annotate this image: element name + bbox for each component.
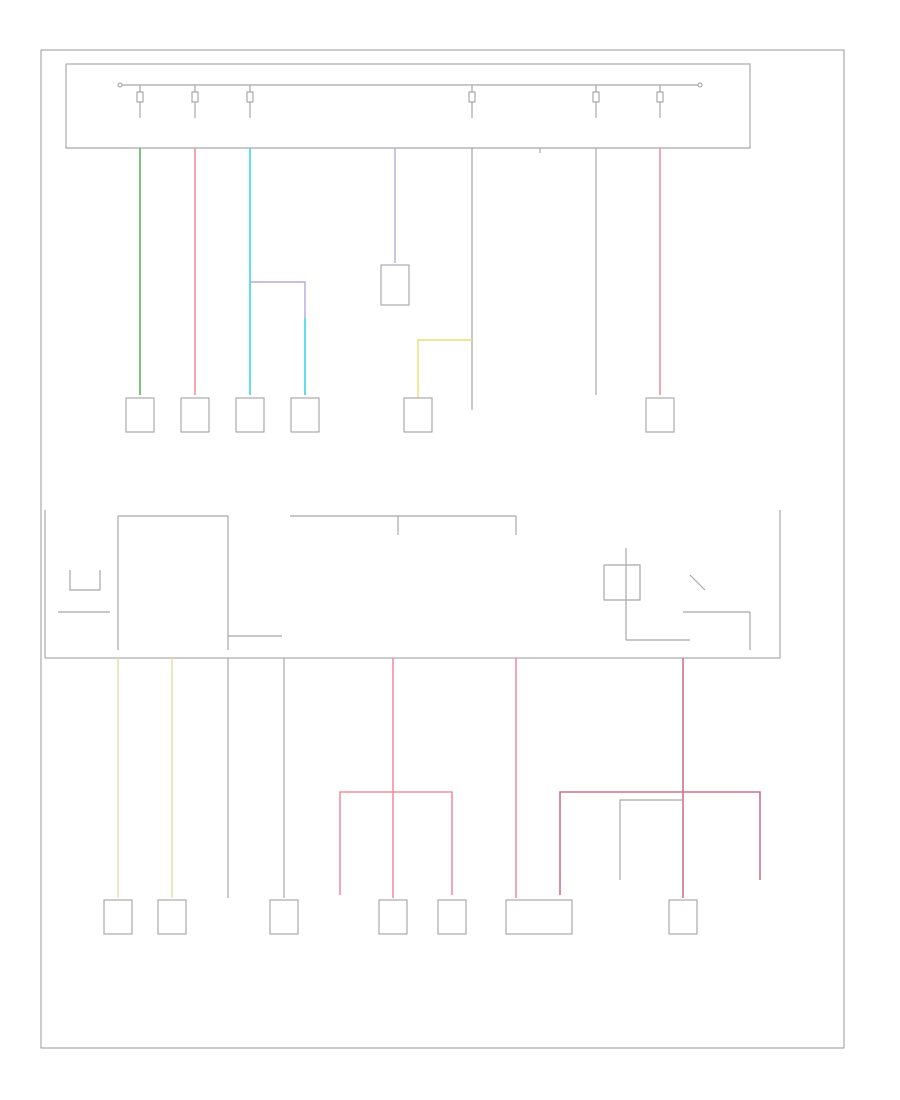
component-top-6 (403, 397, 433, 433)
component-top-1 (125, 397, 155, 433)
component-bottom-2 (157, 899, 187, 935)
component-bottom-6 (505, 899, 573, 935)
wire-gray-splice (619, 799, 683, 880)
bottom-fuse-block (44, 510, 781, 659)
component-bottom-3 (269, 899, 299, 935)
fuse-4 (468, 85, 476, 118)
fuse-5 (592, 85, 600, 118)
component-top-3 (235, 397, 265, 433)
wire-violet-branch (250, 281, 306, 318)
component-bottom-5 (437, 899, 467, 935)
component-top-2 (180, 397, 210, 433)
top-fuse-block (65, 63, 751, 149)
component-top-4 (290, 397, 320, 433)
component-top-5 (380, 264, 410, 306)
component-bottom-1 (103, 899, 133, 935)
fuse-2 (191, 85, 199, 118)
wire-pink-splice (339, 791, 453, 895)
page-frame (40, 49, 845, 1049)
wire-yellow (417, 339, 472, 398)
wire-darkpink-splice (559, 791, 761, 895)
fuse-6 (656, 85, 664, 118)
component-bottom-7 (668, 899, 698, 935)
component-bottom-4 (378, 899, 408, 935)
fuse-3 (246, 85, 254, 118)
fuse-1 (136, 85, 144, 118)
component-top-7 (645, 397, 675, 433)
